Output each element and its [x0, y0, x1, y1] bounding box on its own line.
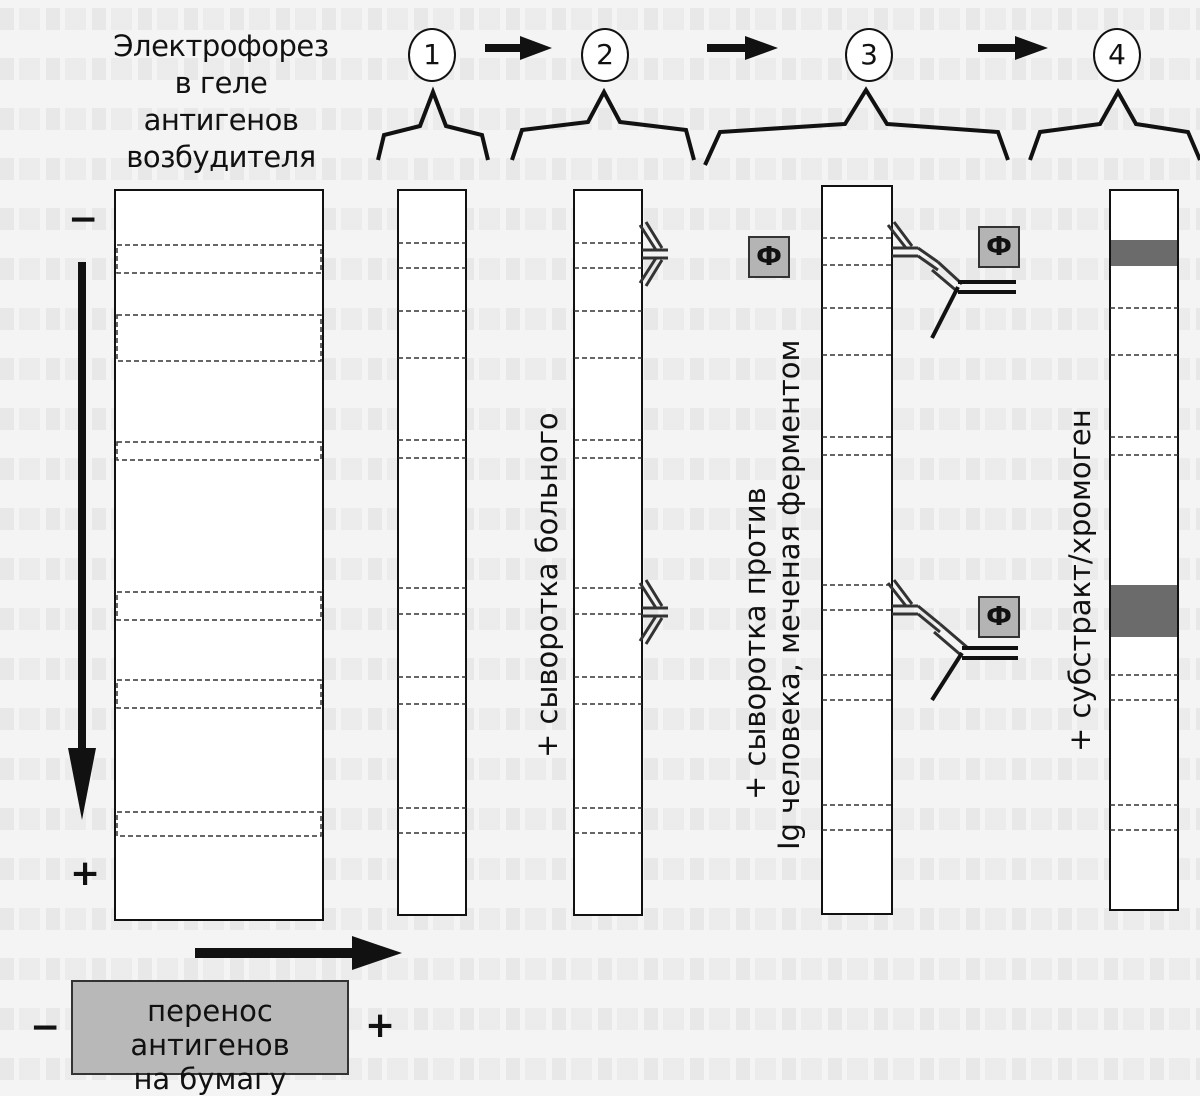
stained-band: [1111, 585, 1177, 637]
brace-3: [703, 86, 1010, 166]
gel-band: [116, 314, 322, 362]
enzyme-label: Ф: [978, 596, 1020, 638]
gel-band: [116, 591, 322, 621]
strip-2: [573, 189, 643, 916]
strip-1: [397, 189, 467, 916]
gel-band: [116, 679, 322, 709]
step-3-circle: 3: [845, 28, 893, 82]
step-3-label-line2: Ig человека, меченая ферментом: [772, 339, 806, 850]
transfer-arrow: [195, 936, 402, 970]
gel-band: [116, 811, 322, 837]
transfer-box: перенос антигенов на бумагу: [71, 980, 349, 1096]
patient-antibody: [638, 221, 668, 287]
transfer-plus-sign: +: [365, 1005, 396, 1046]
step-arrow-1-2: [485, 36, 552, 60]
stained-band: [1111, 240, 1177, 266]
brace-2: [510, 87, 696, 161]
transfer-minus-sign: −: [30, 1007, 61, 1048]
gel-band: [116, 441, 322, 461]
cathode-sign: −: [68, 199, 99, 240]
enzyme-label: Ф: [978, 226, 1020, 268]
gel-band: [116, 244, 322, 274]
step-2-circle: 2: [581, 28, 629, 82]
patient-antibody: [638, 579, 668, 645]
step-4-circle: 4: [1093, 28, 1141, 82]
anode-sign: +: [70, 853, 101, 894]
antibody-complex-upper: [886, 221, 964, 294]
secondary-antibody-lower: [930, 646, 1018, 702]
brace-4: [1028, 87, 1200, 161]
antibody-complex-lower: [886, 579, 969, 658]
enzyme-label: Ф: [748, 236, 790, 278]
step-1-circle: 1: [408, 28, 456, 82]
electrophoresis-arrow: [68, 262, 96, 820]
step-arrow-3-4: [978, 36, 1048, 60]
step-4-label: + субстракт/хромоген: [1063, 409, 1097, 752]
strip-3: [821, 185, 893, 915]
step-arrow-2-3: [707, 36, 778, 60]
brace-1: [376, 86, 490, 161]
step-2-label: + сыворотка больного: [530, 412, 564, 758]
secondary-antibody-upper: [930, 280, 1016, 339]
gel-slab: [114, 189, 324, 921]
strip-4: [1109, 189, 1179, 911]
step-3-label-line1: + сыворотка против: [738, 487, 772, 800]
gel-title: Электрофорез в геле антигенов возбудител…: [113, 29, 329, 174]
